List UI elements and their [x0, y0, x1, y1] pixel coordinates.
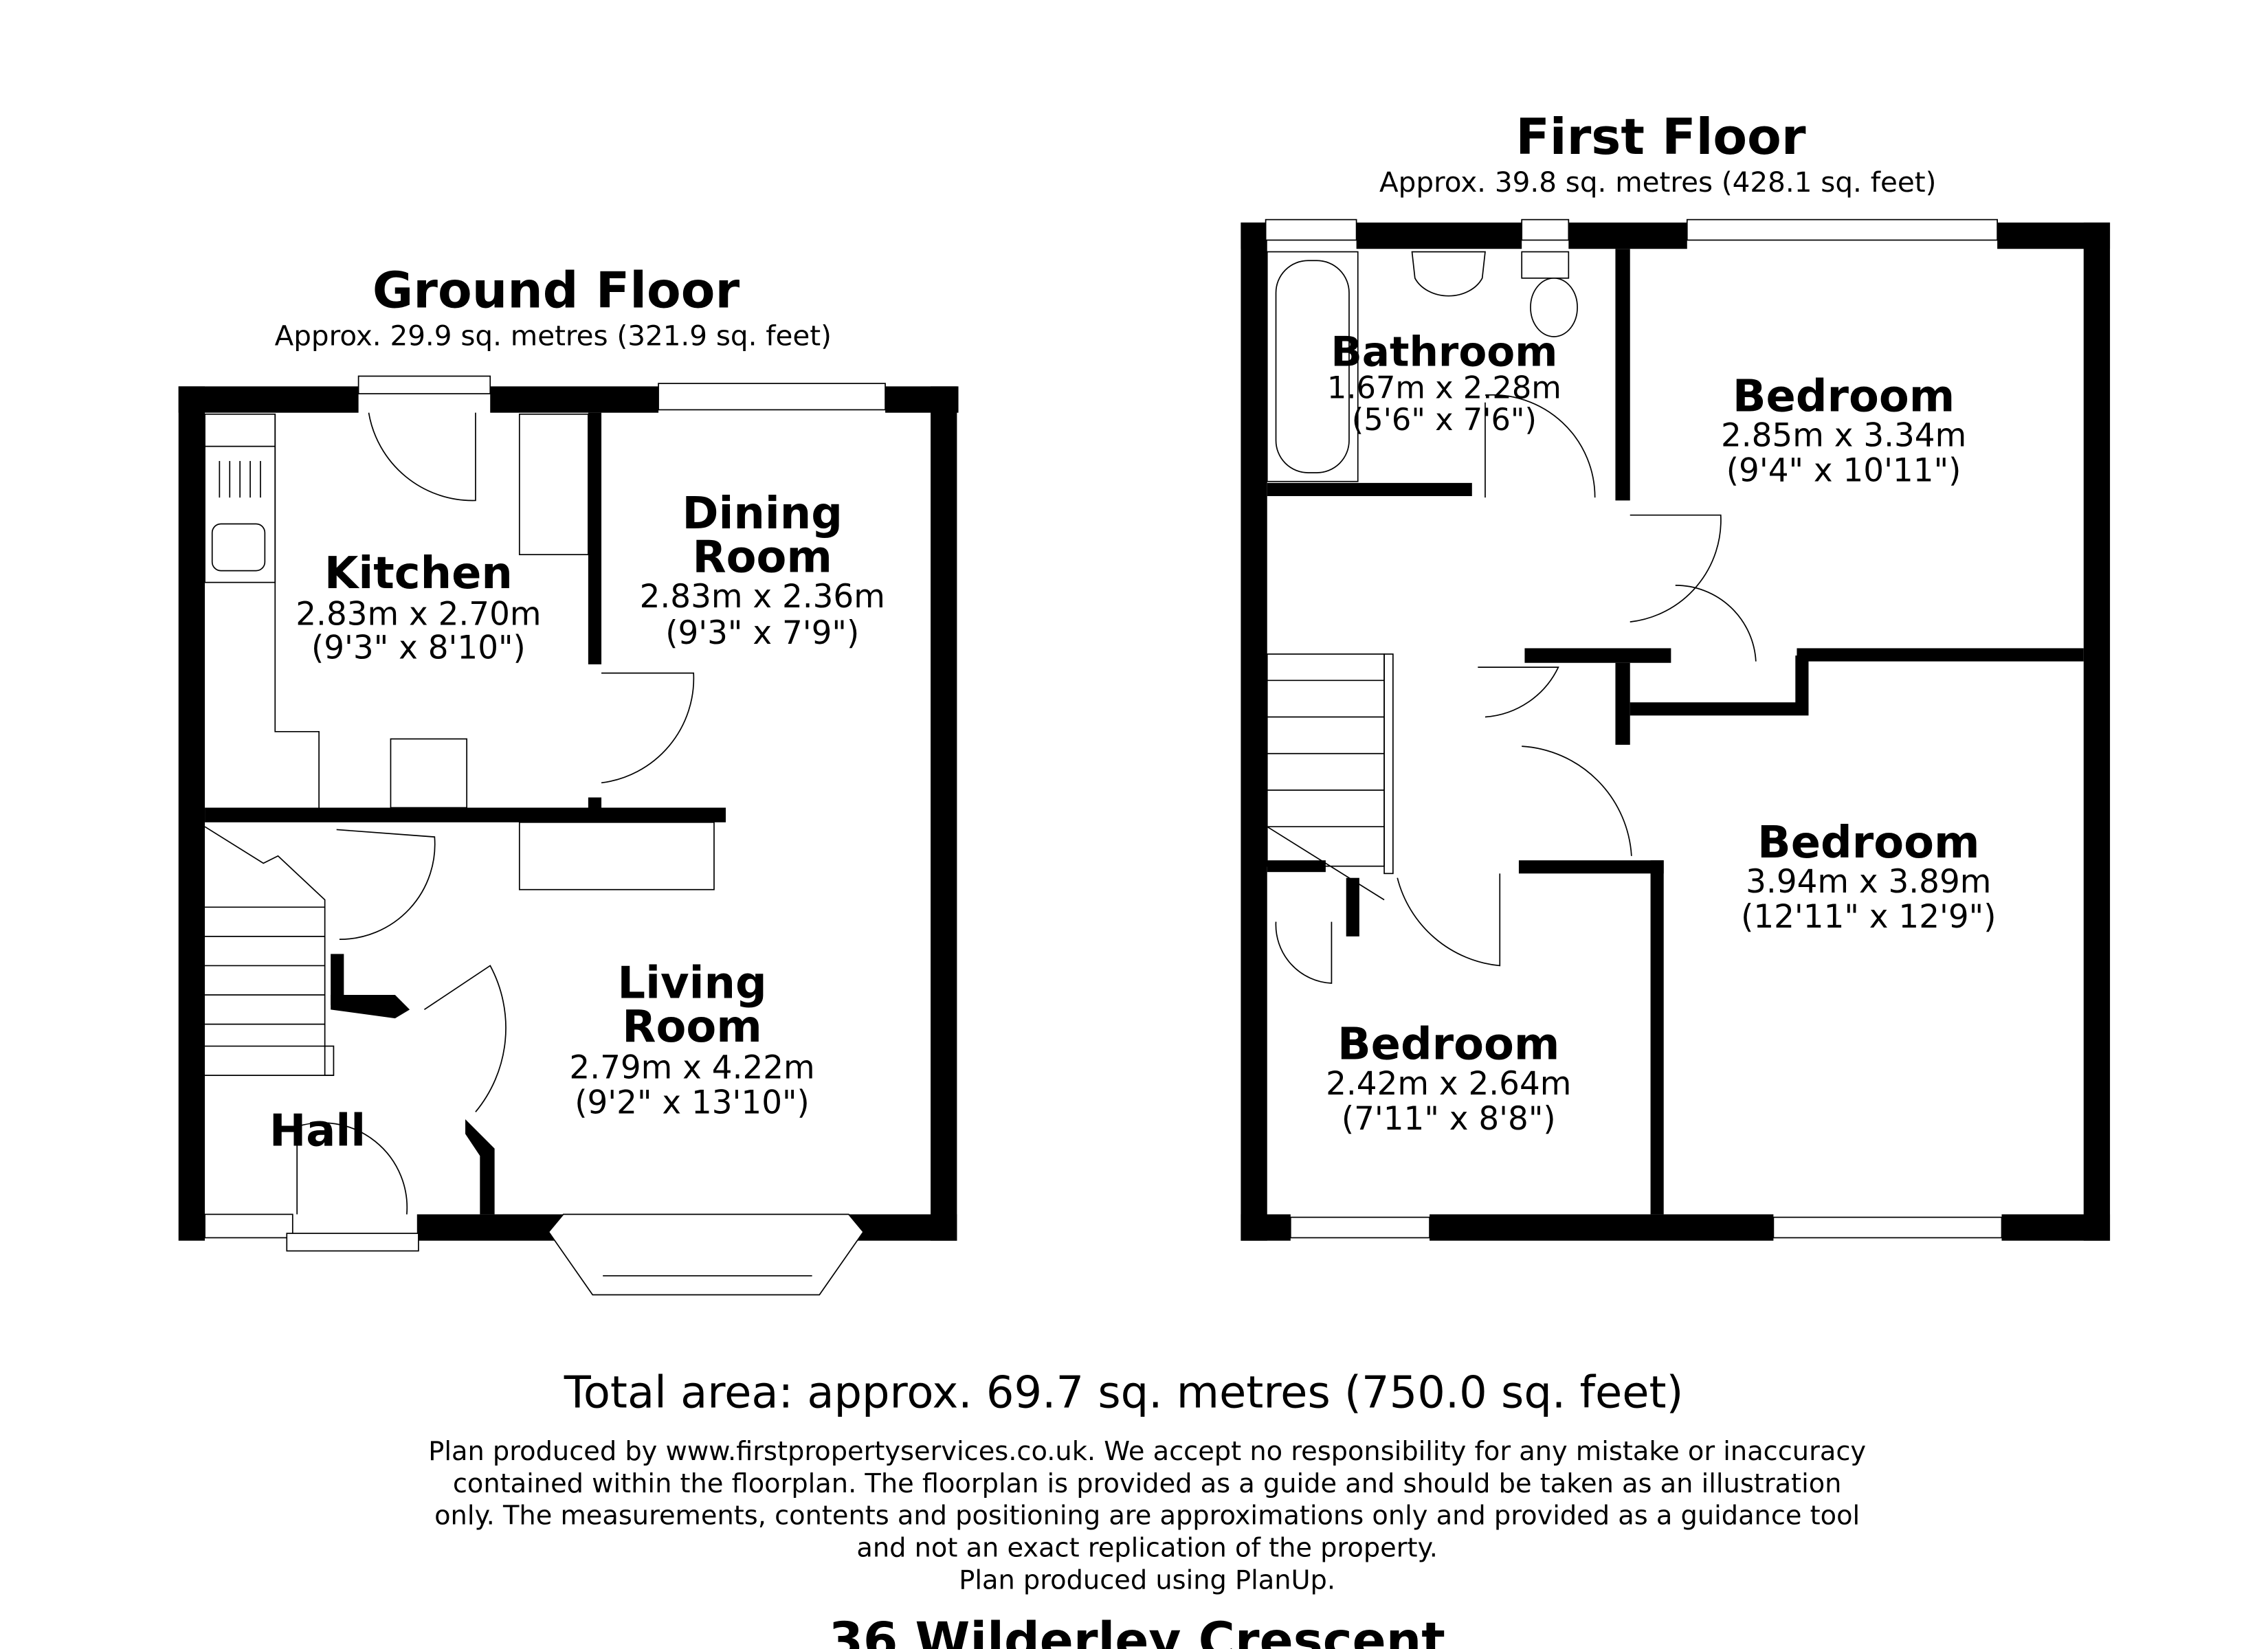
living-metric: 2.79m x 4.22m — [569, 1049, 814, 1086]
living-label-2: Room — [622, 1002, 761, 1053]
bathroom-imperial: (5'6" x 7'6") — [1352, 402, 1537, 438]
footer: Total area: approx. 69.7 sq. metres (750… — [428, 1367, 1866, 1649]
kitchen-metric: 2.83m x 2.70m — [296, 596, 541, 633]
hall-label: Hall — [269, 1106, 366, 1156]
first-floor-area: Approx. 39.8 sq. metres (428.1 sq. feet) — [1379, 166, 1936, 199]
bedroom-1-metric: 2.85m x 3.34m — [1721, 418, 1966, 455]
ground-floor-area: Approx. 29.9 sq. metres (321.9 sq. feet) — [275, 319, 832, 352]
living-imperial: (9'2" x 13'10") — [575, 1084, 810, 1121]
ground-floor-plan: Ground Floor Approx. 29.9 sq. metres (32… — [178, 262, 959, 1296]
disclaimer-line: and not an exact replication of the prop… — [856, 1533, 1438, 1564]
total-area: Total area: approx. 69.7 sq. metres (750… — [564, 1367, 1684, 1418]
dining-imperial: (9'3" x 7'9") — [665, 615, 859, 652]
living-label-1: Living — [617, 958, 766, 1009]
kitchen-imperial: (9'3" x 8'10") — [311, 629, 526, 666]
kitchen-label: Kitchen — [324, 548, 513, 599]
disclaimer-line: only. The measurements, contents and pos… — [434, 1501, 1860, 1532]
bedroom-3-metric: 2.42m x 2.64m — [1326, 1066, 1571, 1103]
property-address: 36 Wilderley Crescent — [829, 1612, 1445, 1649]
bedroom-2-metric: 3.94m x 3.89m — [1746, 864, 1991, 901]
bedroom-2-label: Bedroom — [1757, 818, 1979, 868]
ground-floor-title: Ground Floor — [373, 262, 740, 319]
dining-label-2: Room — [692, 532, 832, 583]
dining-label-1: Dining — [682, 489, 843, 539]
bedroom-3-label: Bedroom — [1337, 1020, 1559, 1070]
bedroom-3-imperial: (7'11" x 8'8") — [1342, 1101, 1556, 1138]
bedroom-2-imperial: (12'11" x 12'9") — [1741, 899, 1996, 936]
bedroom-1-imperial: (9'4" x 10'11") — [1726, 453, 1961, 490]
bathroom-metric: 1.67m x 2.28m — [1327, 370, 1561, 405]
disclaimer-line: Plan produced by www.firstpropertyservic… — [428, 1436, 1866, 1467]
bathroom-label: Bathroom — [1331, 329, 1557, 377]
first-floor-plan: First Floor Approx. 39.8 sq. metres (428… — [1241, 109, 2111, 1241]
bedroom-1-label: Bedroom — [1733, 372, 1955, 423]
disclaimer-line: Plan produced using PlanUp. — [959, 1564, 1335, 1595]
first-floor-title: First Floor — [1515, 109, 1806, 166]
disclaimer-line: contained within the floorplan. The floo… — [453, 1468, 1842, 1499]
dining-metric: 2.83m x 2.36m — [640, 579, 885, 616]
